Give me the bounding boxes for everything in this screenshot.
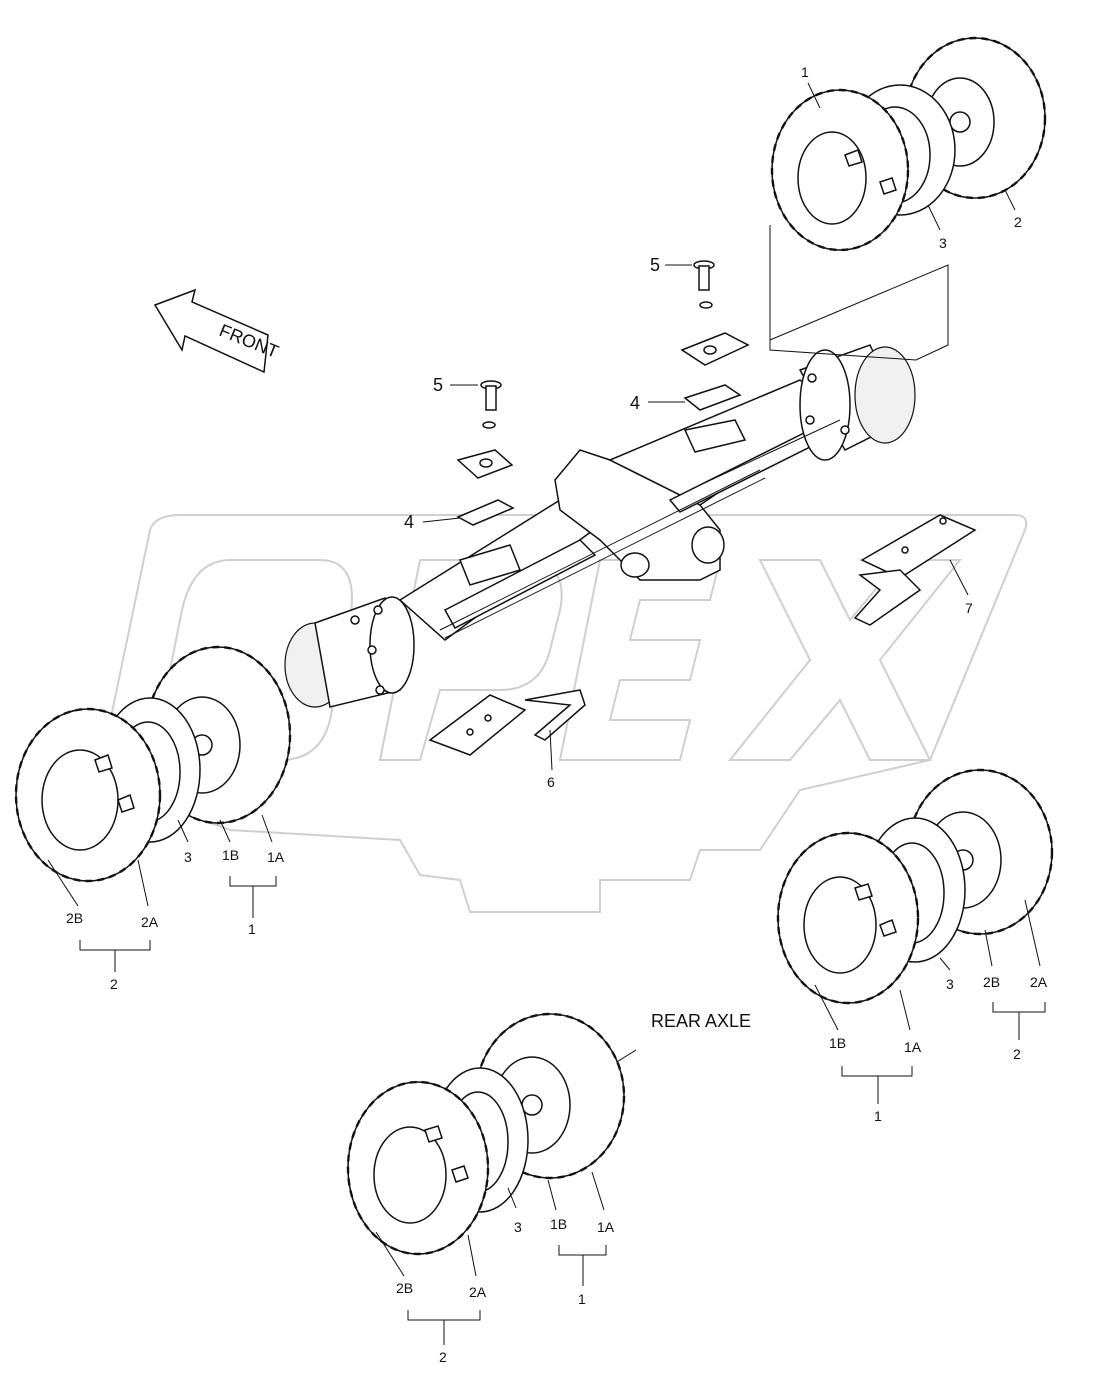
bolt-right (665, 260, 715, 291)
bracket-right-label: 7 (965, 600, 973, 616)
fl-2b-label: 2B (66, 910, 83, 926)
washer-right (699, 301, 713, 309)
wheel-set-rear-axle (346, 1012, 626, 1256)
ra-group2-label: 2 (439, 1349, 447, 1365)
ra-spacer-label: 3 (514, 1219, 522, 1235)
washer-left (482, 421, 496, 429)
ra-1a-label: 1A (597, 1219, 615, 1235)
plate-right-label: 4 (630, 393, 640, 413)
fl-group1-label: 1 (248, 921, 256, 937)
fl-1b-label: 1B (222, 847, 239, 863)
mr-1a-label: 1A (904, 1039, 922, 1055)
tr-tire-label: 2 (1014, 214, 1022, 230)
front-direction-arrow (153, 288, 269, 374)
bolt-left-label: 5 (433, 375, 443, 395)
fl-1a-label: 1A (267, 849, 285, 865)
fl-spacer-label: 3 (184, 849, 192, 865)
tr-group-label: 1 (801, 64, 809, 80)
plate-left (456, 499, 515, 526)
bolt-right-label: 5 (650, 255, 660, 275)
bracket-left-label: 6 (547, 774, 555, 790)
tr-bracket-line (769, 225, 949, 361)
tr-spacer-label: 3 (939, 235, 947, 251)
ra-2b-label: 2B (396, 1280, 413, 1296)
mr-2b-label: 2B (983, 974, 1000, 990)
bracket-right (853, 514, 977, 626)
fl-2a-label: 2A (141, 914, 159, 930)
fl-group2-label: 2 (110, 976, 118, 992)
bracket-left (428, 689, 586, 771)
mr-group1-label: 1 (874, 1108, 882, 1124)
axle-assembly (284, 344, 916, 708)
wheel-set-middle-right (776, 768, 1054, 1005)
rear-axle-title: REAR AXLE (651, 1011, 751, 1031)
wheel-set-top-right (770, 36, 1047, 252)
mr-spacer-label: 3 (946, 976, 954, 992)
ra-1b-label: 1B (550, 1216, 567, 1232)
bolt-left (450, 380, 502, 411)
ra-2a-label: 2A (469, 1284, 487, 1300)
plate-left-label: 4 (404, 512, 414, 532)
clamp-left-hole (479, 458, 493, 468)
mr-2a-label: 2A (1030, 974, 1048, 990)
mr-1b-label: 1B (829, 1035, 846, 1051)
clamp-right-hole (703, 345, 717, 355)
mr-group2-label: 2 (1013, 1046, 1021, 1062)
plate-right (683, 384, 742, 411)
ra-group1-label: 1 (578, 1291, 586, 1307)
wheel-set-front-left (14, 645, 292, 883)
